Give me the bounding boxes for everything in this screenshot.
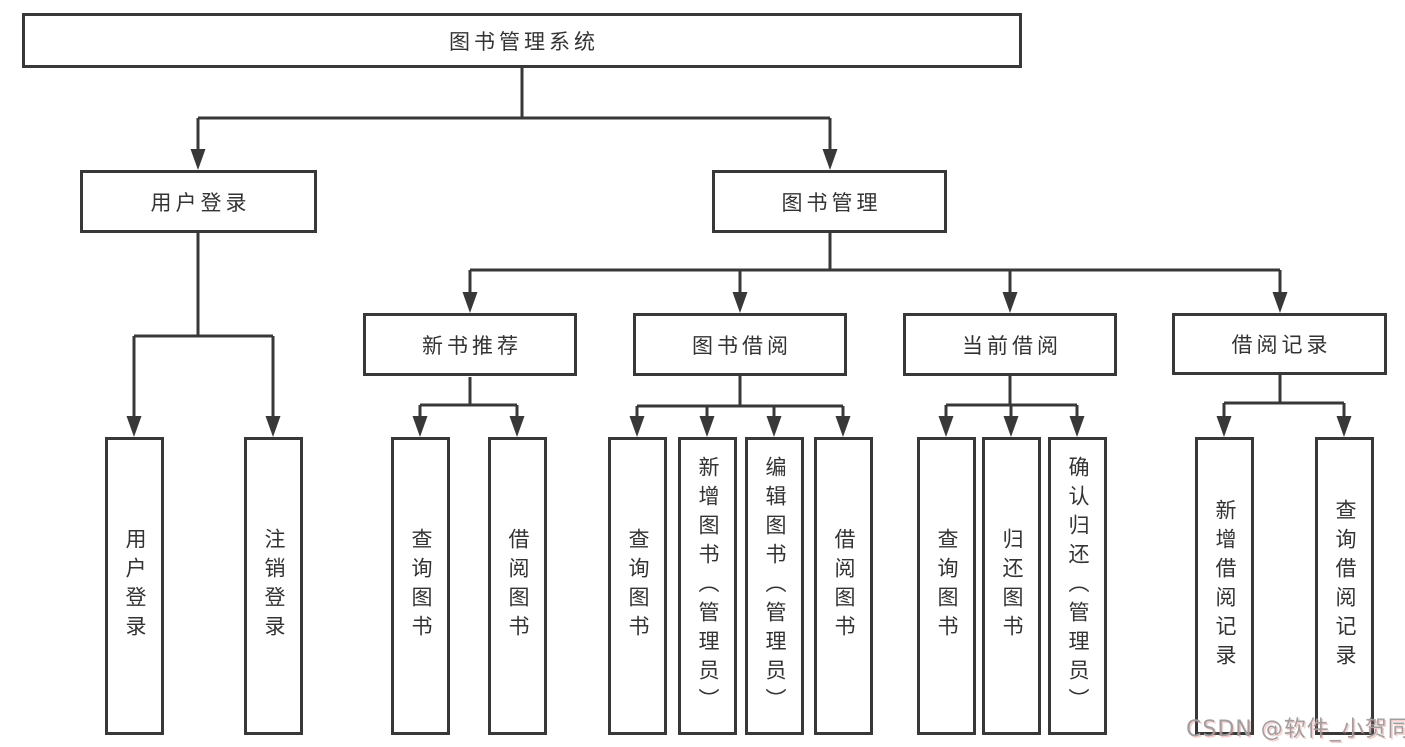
leaf-logout-login: 注销登录 (244, 437, 303, 735)
node-label: 用户登录 (123, 528, 147, 644)
leaf-add-book-admin: 新增图书（管理员） (678, 437, 737, 735)
node-label: 新增图书（管理员） (696, 455, 720, 717)
leaf-edit-book-admin: 编辑图书（管理员） (745, 437, 804, 735)
node-label: 归还图书 (1000, 528, 1024, 644)
node-label: 新增借阅记录 (1213, 499, 1237, 673)
node-label: 图书管理 (781, 190, 882, 215)
node-current-borrow: 当前借阅 (903, 313, 1117, 376)
connector-user-login (132, 233, 275, 420)
node-label: 借阅图书 (506, 528, 530, 644)
node-label: 图书借阅 (692, 333, 792, 358)
connector-current-borrow (944, 376, 1079, 420)
node-label: 借阅记录 (1231, 333, 1332, 357)
csdn-watermark: CSDN @软件_小贺同学 (1186, 717, 1405, 742)
node-root: 图书管理系统 (22, 13, 1022, 68)
arrowhead-icons (126, 149, 1352, 437)
node-label: 确认归还（管理员） (1066, 455, 1090, 717)
node-label: 借阅图书 (832, 528, 856, 644)
node-label: 查询借阅记录 (1333, 499, 1357, 673)
node-borrow-records: 借阅记录 (1172, 313, 1387, 375)
leaf-query-books-3: 查询图书 (917, 437, 976, 735)
leaf-query-borrow-record: 查询借阅记录 (1315, 437, 1374, 735)
node-label: 注销登录 (262, 528, 286, 644)
connector-book-management (468, 233, 1282, 296)
node-label: 编辑图书（管理员） (763, 455, 787, 717)
leaf-borrow-books-2: 借阅图书 (814, 437, 873, 735)
node-label: 当前借阅 (962, 333, 1062, 358)
node-book-management: 图书管理 (712, 170, 947, 233)
connector-new-book (418, 377, 519, 420)
connector-root (196, 68, 832, 152)
leaf-query-books-1: 查询图书 (391, 437, 450, 735)
connector-book-borrow (635, 376, 845, 420)
node-label: 图书管理系统 (449, 29, 599, 54)
leaf-borrow-books-1: 借阅图书 (488, 437, 547, 735)
node-label: 查询图书 (935, 528, 959, 644)
node-label: 查询图书 (409, 528, 433, 644)
node-new-book-recommend: 新书推荐 (363, 313, 577, 376)
node-label: 新书推荐 (422, 333, 522, 358)
node-user-login: 用户登录 (80, 170, 317, 233)
leaf-user-login: 用户登录 (105, 437, 164, 735)
leaf-confirm-return-admin: 确认归还（管理员） (1048, 437, 1107, 735)
leaf-query-books-2: 查询图书 (608, 437, 667, 735)
node-book-borrow: 图书借阅 (633, 313, 847, 376)
leaf-add-borrow-record: 新增借阅记录 (1195, 437, 1254, 735)
node-label: 用户登录 (150, 190, 251, 215)
leaf-return-books: 归还图书 (982, 437, 1041, 735)
connector-borrow-records (1222, 375, 1346, 420)
node-label: 查询图书 (626, 528, 650, 644)
